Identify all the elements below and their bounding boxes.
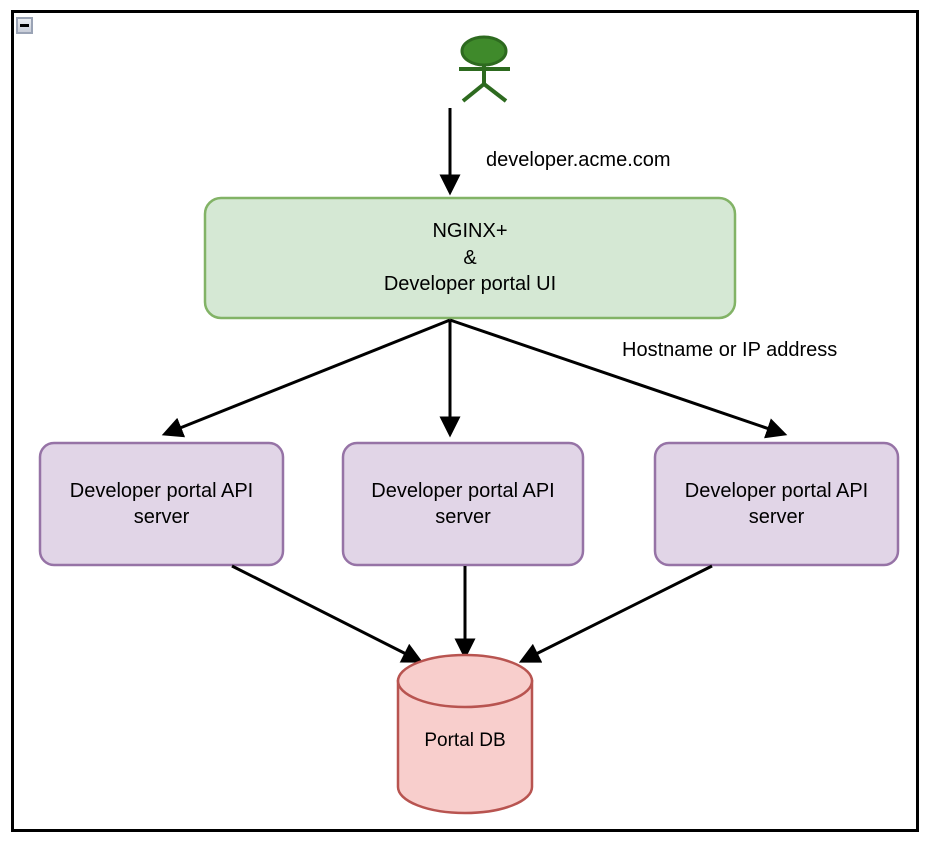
edge-api-1-to-db[interactable] [231, 564, 424, 663]
edge-nginx-to-api-1[interactable] [161, 318, 451, 438]
user-actor-icon[interactable] [459, 35, 510, 103]
node-api-server-1-hit-target[interactable] [40, 443, 283, 565]
node-api-server-2[interactable] [341, 441, 585, 567]
node-nginx-hit-target[interactable] [205, 198, 735, 318]
node-portal-db[interactable] [396, 653, 534, 815]
minus-icon [20, 24, 29, 27]
edge-api-3-to-db[interactable] [518, 564, 713, 663]
node-api-server-3[interactable] [653, 441, 900, 567]
node-api-server-3-hit-target[interactable] [655, 443, 898, 565]
node-nginx-portal-ui[interactable] [203, 196, 737, 320]
edge-nginx-to-api-3[interactable] [449, 318, 788, 439]
node-api-server-2-hit-target[interactable] [343, 443, 583, 565]
node-portal-db-hit-target[interactable] [398, 655, 532, 813]
collapse-button[interactable] [16, 17, 33, 34]
diagram-frame [11, 10, 919, 832]
node-api-server-1[interactable] [38, 441, 285, 567]
user-actor-hit-target[interactable] [455, 35, 515, 105]
